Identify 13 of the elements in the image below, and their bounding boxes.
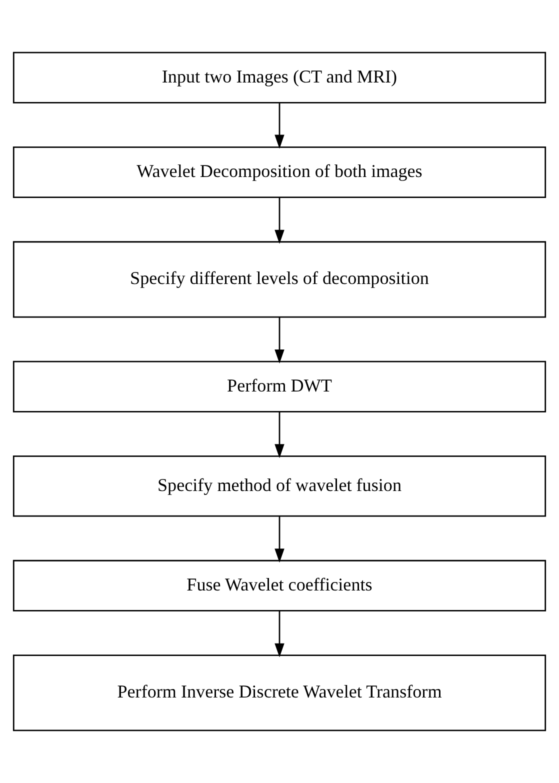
node-box: Input two Images (CT and MRI): [12, 52, 546, 104]
node-box: Fuse Wavelet coefficients: [12, 560, 546, 612]
node-box: Perform DWT: [12, 360, 546, 412]
arrow: [274, 516, 284, 563]
arrow: [274, 412, 284, 458]
node-box: Specify method of wavelet fusion: [12, 456, 546, 517]
node-box: Specify different levels of decomposition: [12, 241, 546, 318]
arrow: [274, 103, 284, 149]
arrow: [274, 610, 284, 658]
node-box: Wavelet Decomposition of both images: [12, 146, 546, 198]
arrow: [274, 317, 284, 364]
node-box: Perform Inverse Discrete Wavelet Transform: [12, 654, 546, 732]
arrow: [274, 197, 284, 244]
